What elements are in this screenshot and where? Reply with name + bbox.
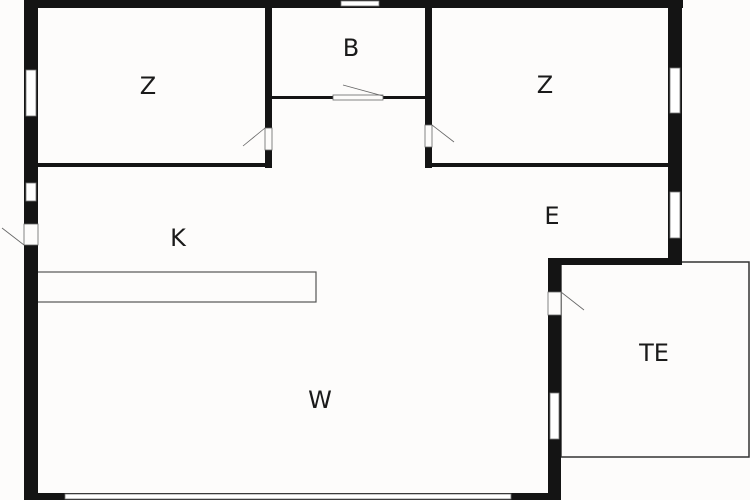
room-label-kitchen: K xyxy=(170,224,187,252)
window xyxy=(25,182,37,202)
window xyxy=(340,0,380,7)
door-terrace xyxy=(547,291,562,316)
room-label-bedroom-right: Z xyxy=(537,71,553,99)
window xyxy=(669,67,681,114)
door-entrance xyxy=(23,223,39,246)
window xyxy=(25,69,37,117)
room-label-bathroom: B xyxy=(343,34,359,62)
window xyxy=(64,493,512,500)
door-bedroom-left xyxy=(264,127,273,151)
room-label-living: W xyxy=(308,386,332,414)
window xyxy=(549,392,560,440)
room-label-bedroom-left: Z xyxy=(140,72,156,100)
room-label-terrace: TE xyxy=(638,339,669,367)
doors xyxy=(1,84,585,316)
door-bathroom xyxy=(332,94,384,101)
windows xyxy=(25,0,681,500)
room-label-entrance: E xyxy=(544,202,559,230)
door-bedroom-right xyxy=(424,124,433,148)
window xyxy=(669,191,681,239)
